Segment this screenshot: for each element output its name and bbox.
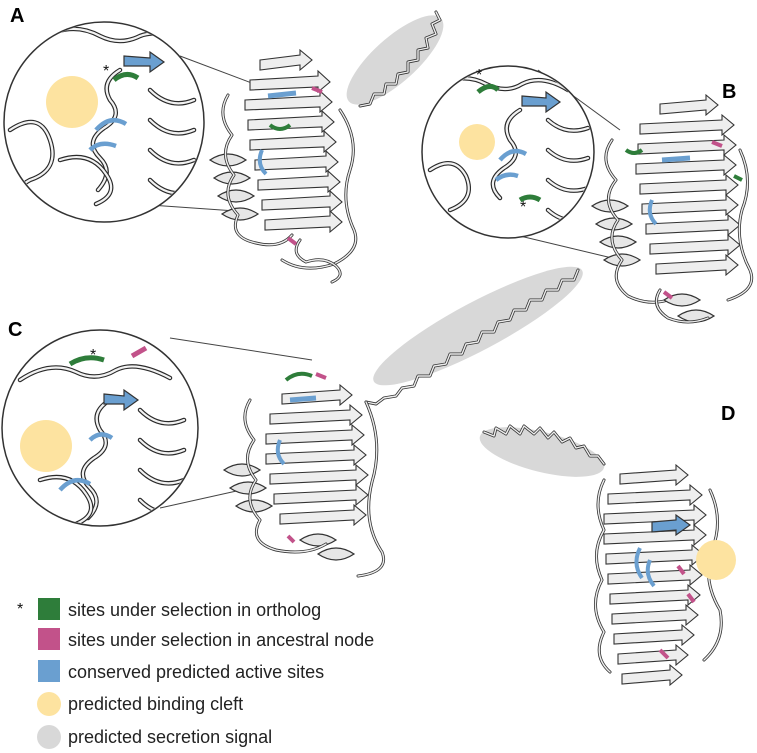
zoom-inset-b: * * xyxy=(421,65,595,239)
ortholog-site-b2 xyxy=(733,174,743,182)
protein-structure-b xyxy=(590,93,754,324)
ancestral-site-a1 xyxy=(311,86,323,94)
active-site-arrow-b xyxy=(521,90,562,114)
zoom-inset-a: * xyxy=(3,21,205,223)
legend-label-secretion: predicted secretion signal xyxy=(68,727,272,747)
legend-swatch-ortholog xyxy=(38,598,60,620)
zoom-guide-bottom-b xyxy=(519,235,613,259)
secretion-signal-region xyxy=(346,15,444,105)
legend-label-ortholog: sites under selection in ortholog xyxy=(68,600,321,620)
legend: * sites under selection in ortholog site… xyxy=(17,598,374,749)
panel-c: C xyxy=(1,266,583,578)
legend-item-cleft: predicted binding cleft xyxy=(37,692,243,716)
panel-d: D xyxy=(479,403,736,687)
active-site-arrow-d xyxy=(651,513,692,537)
legend-swatch-ancestral xyxy=(38,628,60,650)
ortholog-site-c1 xyxy=(284,371,313,382)
legend-swatch-cleft xyxy=(37,692,61,716)
panel-label-c: C xyxy=(8,319,22,341)
asterisk-a: * xyxy=(103,63,109,80)
active-site-inset-b xyxy=(494,148,528,182)
active-site-b1 xyxy=(661,155,691,163)
panel-b: B xyxy=(421,65,754,324)
ancestral-site-d1 xyxy=(676,564,686,576)
binding-cleft-d xyxy=(696,540,736,580)
active-site-b2 xyxy=(647,199,658,226)
active-site-c1 xyxy=(289,395,317,403)
legend-item-ortholog: * sites under selection in ortholog xyxy=(17,598,321,620)
ortholog-site-inset-a xyxy=(112,72,140,82)
active-site-arrow-a xyxy=(123,50,166,74)
active-site-inset-a xyxy=(88,117,128,152)
legend-swatch-active xyxy=(38,660,60,682)
binding-cleft-b xyxy=(459,124,495,160)
ancestral-site-d2 xyxy=(686,592,696,604)
ortholog-site-inset-b2 xyxy=(518,194,542,203)
protein-structure-a xyxy=(208,48,358,284)
ancestral-site-a2 xyxy=(286,236,298,246)
active-site-c2 xyxy=(275,439,286,466)
legend-item-secretion: predicted secretion signal xyxy=(37,725,272,749)
secretion-signal-region-d xyxy=(479,427,605,477)
legend-label-active: conserved predicted active sites xyxy=(68,662,324,682)
zoom-inset-c: * xyxy=(1,329,199,527)
legend-item-ancestral: sites under selection in ancestral node xyxy=(38,628,374,650)
panel-label-b: B xyxy=(722,81,736,103)
binding-cleft-c xyxy=(20,420,72,472)
panel-a: A xyxy=(3,5,444,284)
ortholog-site-inset-c xyxy=(68,355,105,367)
active-site-a1 xyxy=(267,90,297,99)
ancestral-site-b1 xyxy=(711,140,723,148)
panel-label-a: A xyxy=(10,5,24,27)
ancestral-site-c2 xyxy=(286,534,296,544)
ortholog-site-b1 xyxy=(624,148,644,155)
ancestral-site-inset-c xyxy=(130,345,148,359)
zoom-guide-top-c xyxy=(169,337,313,361)
ancestral-site-b2 xyxy=(662,290,674,300)
asterisk-b2: * xyxy=(520,199,526,216)
binding-cleft-a xyxy=(46,76,98,128)
legend-swatch-secretion xyxy=(37,725,61,749)
secretion-signal-region-c xyxy=(373,266,583,386)
ortholog-site-inset-b1 xyxy=(476,84,500,94)
ortholog-site-a1 xyxy=(268,123,292,131)
active-site-inset-c xyxy=(58,432,114,492)
legend-label-cleft: predicted binding cleft xyxy=(68,694,243,714)
active-site-arrow-c xyxy=(103,388,140,412)
legend-asterisk: * xyxy=(17,601,23,618)
ancestral-site-d3 xyxy=(658,648,670,660)
protein-structure-c xyxy=(222,371,385,578)
active-site-d xyxy=(634,547,656,588)
legend-label-ancestral: sites under selection in ancestral node xyxy=(68,630,374,650)
active-site-a2 xyxy=(257,149,268,176)
asterisk-c: * xyxy=(90,347,96,364)
protein-structure-d xyxy=(594,463,736,687)
asterisk-b1: * xyxy=(476,67,482,84)
ancestral-site-c1 xyxy=(315,372,327,380)
panel-label-d: D xyxy=(721,403,735,425)
legend-item-active: conserved predicted active sites xyxy=(38,660,324,682)
